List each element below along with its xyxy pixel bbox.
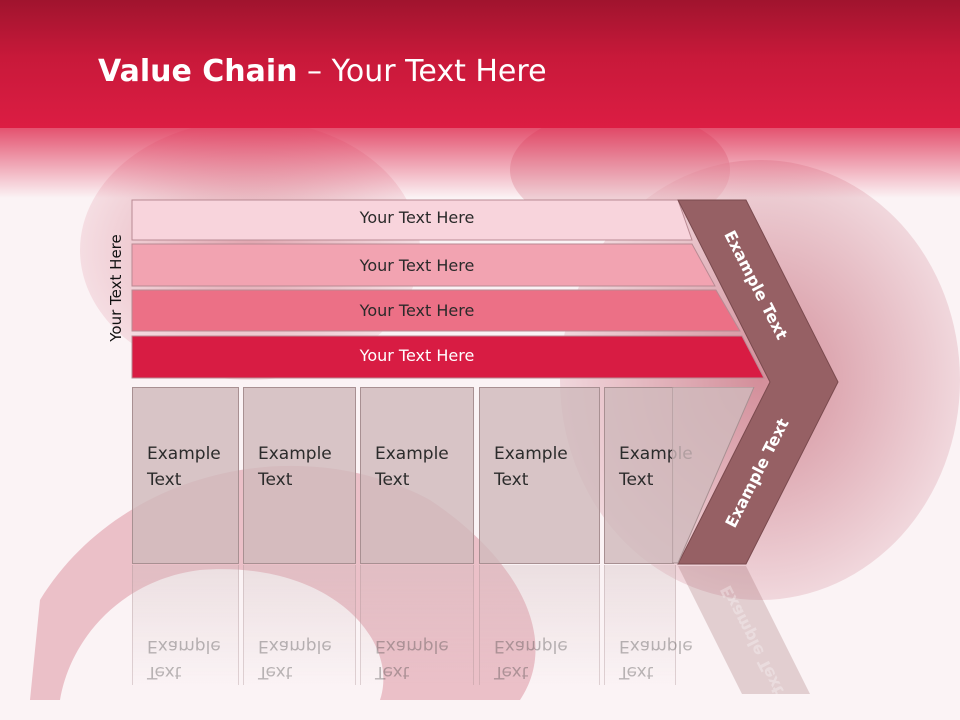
title-banner	[0, 0, 960, 128]
box-2-line1: Example	[258, 444, 332, 464]
bar-4-shape	[131, 335, 765, 379]
box-5-reflection: Text Example	[604, 565, 693, 685]
box-3-reflect-line2: Text	[375, 662, 410, 682]
box-1-line2: Text	[147, 470, 182, 490]
box-5-reflect-line1: Example	[619, 636, 693, 656]
box-4-line1: Example	[494, 444, 568, 464]
box-5-line2: Text	[619, 470, 654, 490]
box-5-reflect-line2: Text	[619, 662, 654, 682]
box-1-reflection: Text Example	[132, 565, 239, 685]
box-3-line1: Example	[375, 444, 449, 464]
chevron-reflection	[678, 566, 810, 694]
box-3-reflection: Text Example	[360, 565, 474, 685]
title-bold: Value Chain	[98, 54, 298, 89]
bar-1-label: Your Text Here	[359, 208, 475, 227]
box-4-reflect-line1: Example	[494, 636, 568, 656]
bar-2-label: Your Text Here	[359, 256, 475, 275]
box-1-reflect-line1: Example	[147, 636, 221, 656]
box-4-reflection: Text Example	[479, 565, 600, 685]
box-3-line2: Text	[375, 470, 410, 490]
bar-4-label: Your Text Here	[359, 346, 475, 365]
bar-1-shape	[131, 199, 693, 241]
box-1-reflect-line2: Text	[147, 662, 182, 682]
box-2-reflect-line1: Example	[258, 636, 332, 656]
title-rest: – Your Text Here	[297, 54, 547, 89]
box-4-reflect-line2: Text	[494, 662, 529, 682]
activity-box-5-slant	[672, 387, 755, 564]
box-2-reflection: Text Example	[243, 565, 356, 685]
bar-2-shape	[131, 243, 716, 287]
box-3-reflect-line1: Example	[375, 636, 449, 656]
box-2-line2: Text	[258, 470, 293, 490]
box-4-line2: Text	[494, 470, 529, 490]
box-2-reflect-line2: Text	[258, 662, 293, 682]
title-banner-fade	[0, 128, 960, 198]
slide-title: Value Chain – Your Text Here	[98, 54, 547, 89]
bar-3-label: Your Text Here	[359, 301, 475, 320]
chevron-shape	[677, 199, 839, 565]
box-1-line1: Example	[147, 444, 221, 464]
bar-3-shape	[131, 289, 741, 332]
